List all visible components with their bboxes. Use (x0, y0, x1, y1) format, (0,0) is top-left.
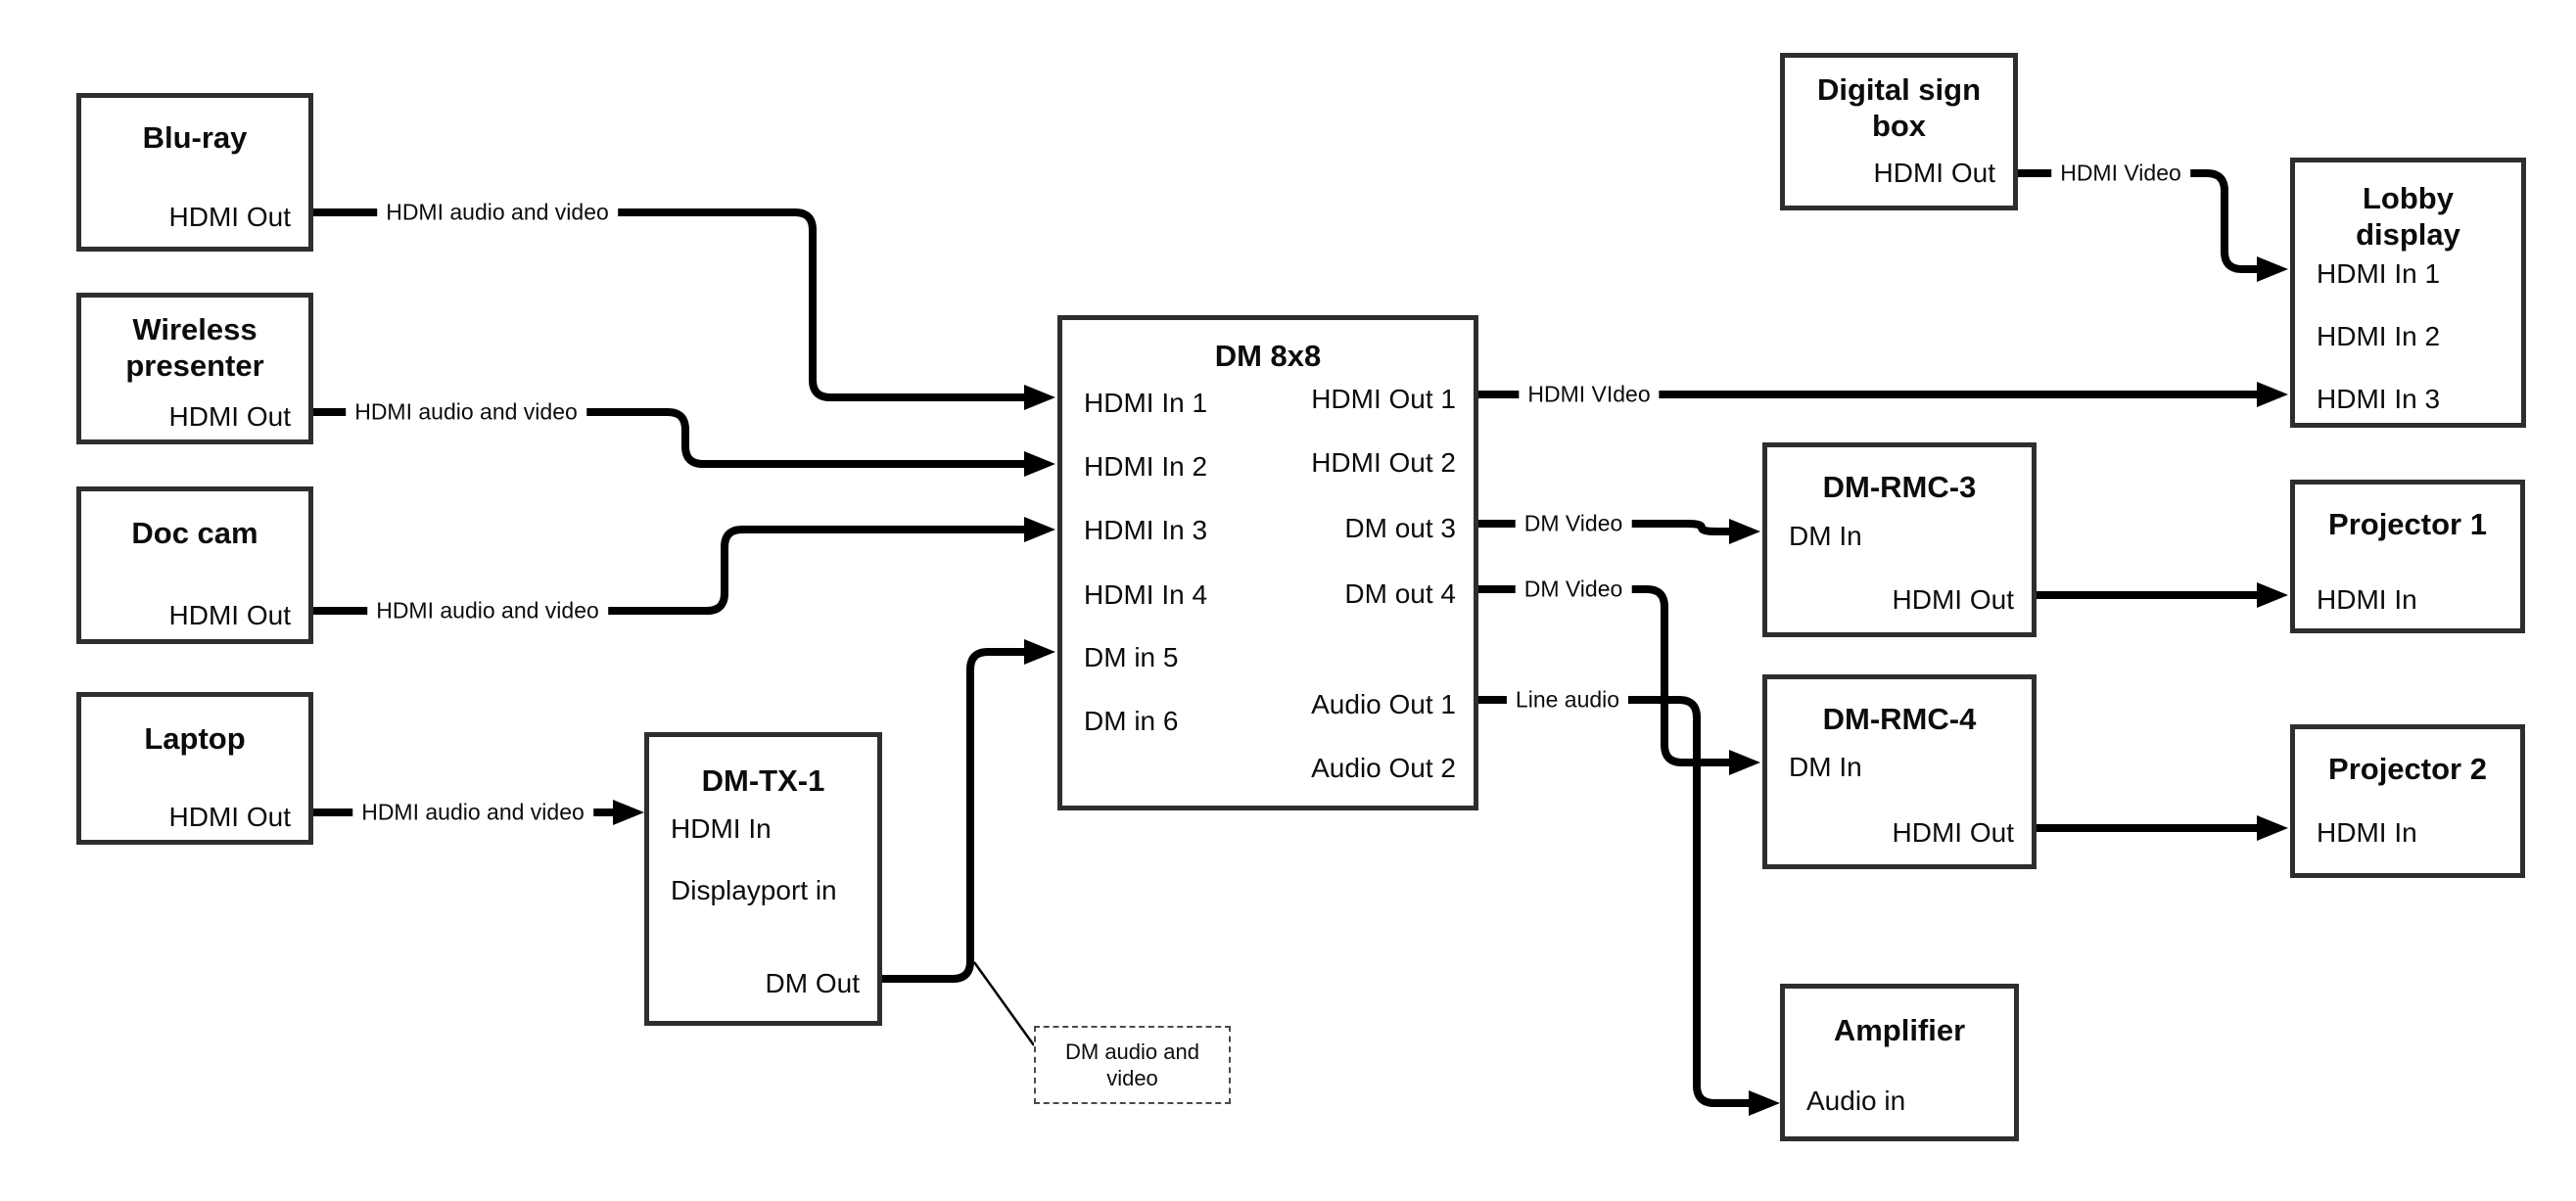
wire-dm8x8-audio1-to-amplifier (1478, 696, 1749, 1107)
box-title-projector-2: Projector 2 (2328, 752, 2487, 786)
port-rmc3-hdmi-out: HDMI Out (1892, 584, 2014, 615)
port-rmc3-dm-in: DM In (1789, 521, 1862, 551)
arrowhead-dm8x8-in3 (1024, 517, 1055, 542)
port-lobby-hdmi-in-1: HDMI In 1 (2317, 258, 2441, 289)
device-box-digital-sign: Digital sign box HDMI Out (1780, 53, 2018, 210)
box-title-dm-tx-1: DM-TX-1 (701, 763, 825, 798)
box-title-dm-rmc-4: DM-RMC-4 (1822, 702, 1977, 736)
annotation-leader-line (972, 961, 1036, 1046)
port-projector-1-hdmi-in: HDMI In (2317, 584, 2417, 615)
port-dm-tx-1-hdmi-in: HDMI In (671, 813, 772, 844)
box-title-wireless-presenter: Wireless presenter (125, 312, 264, 383)
device-box-dm-8x8: DM 8x8 HDMI In 1 HDMI In 2 HDMI In 3 HDM… (1057, 315, 1478, 810)
wire-label-digital-sign-link: HDMI Video (2051, 160, 2190, 187)
annotation-note: DM audio and video (1034, 1026, 1231, 1104)
wire-sign-to-lobby-in1 (2018, 169, 2257, 273)
port-dm8x8-dm-in-6: DM in 6 (1084, 706, 1179, 736)
port-lobby-hdmi-in-2: HDMI In 2 (2317, 321, 2441, 351)
wire-doccam-to-dm8x8-in3 (313, 526, 1026, 615)
wire-bluray-to-dm8x8-in1 (313, 208, 1026, 401)
arrowhead-rmc4-dm-in (1729, 750, 1760, 775)
box-title-digital-sign: Digital sign box (1816, 72, 1982, 143)
box-title-dm-8x8: DM 8x8 (1214, 339, 1322, 373)
port-projector-2-hdmi-in: HDMI In (2317, 817, 2417, 848)
device-box-wireless-presenter: Wireless presenter HDMI Out (76, 293, 313, 444)
port-dm8x8-dm-out-4: DM out 4 (1344, 578, 1456, 609)
wire-label-dm-out3-link: DM Video (1515, 510, 1632, 537)
port-dm-tx-1-displayport-in: Displayport in (671, 875, 837, 905)
port-dm-tx-1-dm-out: DM Out (765, 968, 860, 998)
arrowhead-dm8x8-in1 (1024, 385, 1055, 410)
wire-label-doc-cam-link: HDMI audio and video (367, 597, 608, 624)
port-bluray-hdmi-out: HDMI Out (168, 202, 291, 232)
arrowhead-projector1-hdmi-in (2257, 582, 2288, 608)
arrowhead-lobby-in1 (2257, 256, 2288, 282)
port-laptop-hdmi-out: HDMI Out (168, 802, 291, 832)
port-rmc4-hdmi-out: HDMI Out (1892, 817, 2014, 848)
box-title-doc-cam: Doc cam (131, 516, 258, 550)
port-dm8x8-audio-out-2: Audio Out 2 (1311, 753, 1456, 783)
port-digital-sign-hdmi-out: HDMI Out (1873, 158, 1995, 188)
box-title-laptop: Laptop (144, 721, 246, 756)
port-dm8x8-hdmi-out-1: HDMI Out 1 (1311, 384, 1456, 414)
arrowhead-dmtx1-hdmi-in (613, 800, 644, 825)
arrowhead-dm8x8-in2 (1024, 451, 1055, 477)
box-title-dm-rmc-3: DM-RMC-3 (1822, 470, 1977, 504)
wire-label-bluray-link: HDMI audio and video (377, 199, 618, 226)
port-dm8x8-hdmi-out-2: HDMI Out 2 (1311, 447, 1456, 478)
port-dm8x8-dm-out-3: DM out 3 (1344, 513, 1456, 543)
wire-label-dm-out4-link: DM Video (1515, 576, 1632, 603)
annotation-note-text: DM audio and video (1065, 1039, 1199, 1090)
device-box-laptop: Laptop HDMI Out (76, 692, 313, 845)
device-box-dm-rmc-3: DM-RMC-3 DM In HDMI Out (1762, 442, 2037, 637)
wire-label-wireless-link: HDMI audio and video (346, 398, 586, 426)
arrowhead-dm8x8-in5 (1024, 639, 1055, 665)
wire-dm8x8-out3-to-rmc3 (1478, 520, 1729, 535)
device-box-lobby-display: Lobby display HDMI In 1 HDMI In 2 HDMI I… (2290, 158, 2526, 428)
wire-label-audio-out1-link: Line audio (1506, 686, 1629, 714)
box-title-lobby-display: Lobby display (2356, 181, 2460, 252)
port-lobby-hdmi-in-3: HDMI In 3 (2317, 384, 2441, 414)
port-wireless-hdmi-out: HDMI Out (168, 401, 291, 432)
port-dm8x8-hdmi-in-1: HDMI In 1 (1084, 388, 1208, 418)
box-title-projector-1: Projector 1 (2328, 507, 2487, 541)
device-box-projector-2: Projector 2 HDMI In (2290, 724, 2525, 878)
device-box-dm-rmc-4: DM-RMC-4 DM In HDMI Out (1762, 674, 2037, 869)
port-dm8x8-dm-in-5: DM in 5 (1084, 642, 1179, 672)
wire-dm8x8-out4-to-rmc4 (1478, 585, 1729, 766)
arrowhead-amplifier-audio-in (1749, 1090, 1780, 1116)
port-dm8x8-hdmi-in-2: HDMI In 2 (1084, 451, 1208, 482)
port-amplifier-audio-in: Audio in (1806, 1086, 1906, 1116)
wire-dmtx1-to-dm8x8-in5 (882, 648, 1026, 983)
device-box-projector-1: Projector 1 HDMI In (2290, 480, 2525, 633)
port-dm8x8-hdmi-in-4: HDMI In 4 (1084, 579, 1208, 610)
wire-wireless-to-dm8x8-in2 (313, 408, 1026, 468)
device-box-amplifier: Amplifier Audio in (1780, 984, 2019, 1141)
port-doc-cam-hdmi-out: HDMI Out (168, 600, 291, 630)
device-box-dm-tx-1: DM-TX-1 HDMI In Displayport in DM Out (644, 732, 882, 1026)
port-rmc4-dm-in: DM In (1789, 752, 1862, 782)
arrowhead-projector2-hdmi-in (2257, 815, 2288, 841)
arrowhead-lobby-in3 (2257, 382, 2288, 407)
box-title-bluray: Blu-ray (142, 120, 248, 155)
wire-label-laptop-link: HDMI audio and video (352, 799, 593, 826)
port-dm8x8-hdmi-in-3: HDMI In 3 (1084, 515, 1208, 545)
device-box-doc-cam: Doc cam HDMI Out (76, 486, 313, 644)
box-title-amplifier: Amplifier (1833, 1013, 1966, 1047)
wire-label-hdmi-out1-link: HDMI VIdeo (1519, 381, 1660, 408)
arrowhead-rmc3-dm-in (1729, 519, 1760, 544)
device-box-bluray: Blu-ray HDMI Out (76, 93, 313, 252)
port-dm8x8-audio-out-1: Audio Out 1 (1311, 689, 1456, 719)
